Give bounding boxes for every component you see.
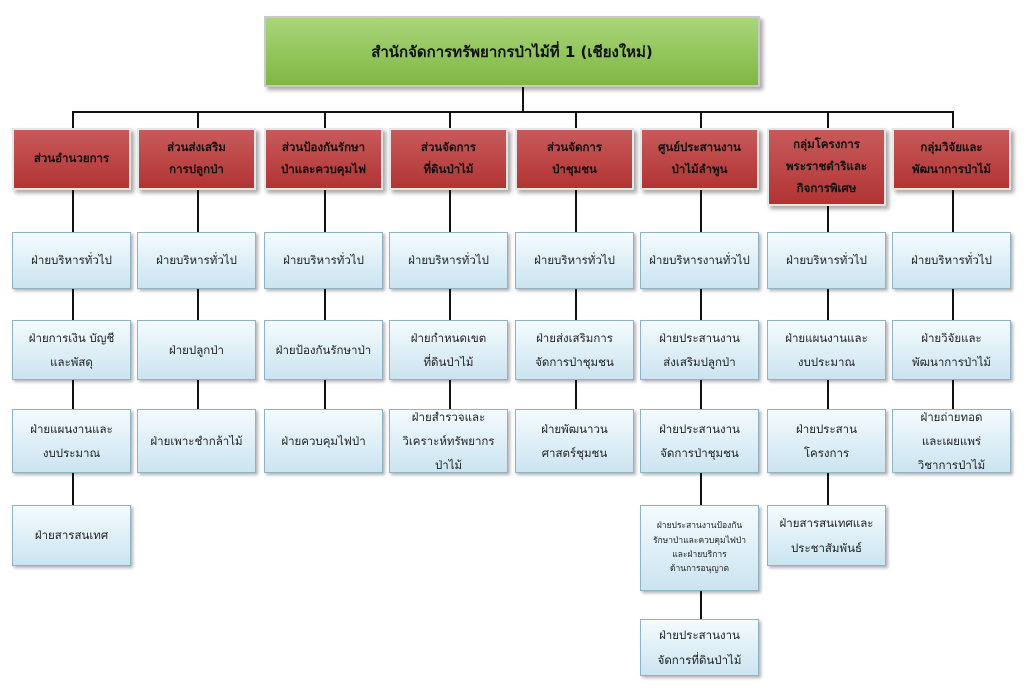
section-connector-line bbox=[951, 190, 954, 232]
section-connector-line bbox=[699, 591, 702, 620]
section-box: ฝ่ายประสานงาน จัดการที่ดินป่าไม้ bbox=[640, 619, 759, 676]
section-connector-line bbox=[323, 190, 326, 232]
section-connector-line bbox=[71, 190, 74, 232]
section-connector-line bbox=[448, 289, 451, 320]
division-box: กลุ่มโครงการ พระราชดำริและ กิจการพิเศษ bbox=[767, 128, 886, 206]
section-box: ฝ่ายสารสนเทศ bbox=[12, 505, 131, 566]
section-box: ฝ่ายประสานงานป้องกัน รักษาป่าและควบคุมไฟ… bbox=[640, 505, 759, 591]
section-connector-line bbox=[71, 473, 74, 505]
division-drop-line bbox=[826, 111, 829, 128]
section-connector-line bbox=[196, 289, 199, 320]
division-drop-line bbox=[574, 111, 577, 128]
section-box: ฝ่ายป้องกันรักษาป่า bbox=[264, 320, 383, 380]
division-box: ส่วนจัดการ ป่าชุมชน bbox=[515, 128, 634, 190]
division-box: ส่วนจัดการ ที่ดินป่าไม้ bbox=[389, 128, 508, 190]
section-box: ฝ่ายเพาะชำกล้าไม้ bbox=[137, 409, 256, 473]
section-connector-line bbox=[574, 190, 577, 232]
division-box: กลุ่มวิจัยและ พัฒนาการป่าไม้ bbox=[892, 128, 1011, 190]
section-connector-line bbox=[71, 380, 74, 409]
division-drop-line bbox=[323, 111, 326, 128]
division-box: ศูนย์ประสานงาน ป่าไม้ลำพูน bbox=[640, 128, 759, 190]
division-box: ส่วนส่งเสริม การปลูกป่า bbox=[137, 128, 256, 190]
section-connector-line bbox=[699, 473, 702, 505]
section-box: ฝ่ายควบคุมไฟป่า bbox=[264, 409, 383, 473]
section-box: ฝ่ายปลูกป่า bbox=[137, 320, 256, 380]
section-connector-line bbox=[699, 289, 702, 320]
section-connector-line bbox=[951, 380, 954, 409]
section-box: ฝ่ายพัฒนาวน ศาสตร์ชุมชน bbox=[515, 409, 634, 473]
section-box: ฝ่ายแผนงานและ งบประมาณ bbox=[767, 320, 886, 380]
section-connector-line bbox=[71, 289, 74, 320]
division-box: ส่วนป้องกันรักษา ป่าและควบคุมไฟ bbox=[264, 128, 383, 190]
section-box: ฝ่ายถ่ายทอด และเผยแพร่ วิชาการป่าไม้ bbox=[892, 409, 1011, 473]
section-box: ฝ่ายบริหารทั่วไป bbox=[892, 232, 1011, 289]
section-box: ฝ่ายสำรวจและ วิเคราะห์ทรัพยากร ป่าไม้ bbox=[389, 409, 508, 473]
section-box: ฝ่ายส่งเสริมการ จัดการป่าชุมชน bbox=[515, 320, 634, 380]
section-box: ฝ่ายบริหารงานทั่วไป bbox=[640, 232, 759, 289]
section-box: ฝ่ายวิจัยและ พัฒนาการป่าไม้ bbox=[892, 320, 1011, 380]
section-box: ฝ่ายประสานงาน ส่งเสริมปลูกป่า bbox=[640, 320, 759, 380]
section-box: ฝ่ายสารสนเทศและ ประชาสัมพันธ์ bbox=[767, 505, 886, 566]
root-connector bbox=[522, 87, 524, 112]
division-drop-line bbox=[448, 111, 451, 128]
section-box: ฝ่ายการเงิน บัญชี และพัสดุ bbox=[12, 320, 131, 380]
section-box: ฝ่ายประสานงาน จัดการป่าชุมชน bbox=[640, 409, 759, 473]
section-box: ฝ่ายบริหารทั่วไป bbox=[12, 232, 131, 289]
section-box: ฝ่ายบริหารทั่วไป bbox=[264, 232, 383, 289]
section-connector-line bbox=[699, 190, 702, 232]
section-connector-line bbox=[951, 289, 954, 320]
section-connector-line bbox=[826, 206, 829, 232]
section-box: ฝ่ายแผนงานและ งบประมาณ bbox=[12, 409, 131, 473]
section-connector-line bbox=[574, 380, 577, 409]
division-drop-line bbox=[71, 111, 74, 128]
division-drop-line bbox=[951, 111, 954, 128]
section-box: ฝ่ายกำหนดเขต ที่ดินป่าไม้ bbox=[389, 320, 508, 380]
section-connector-line bbox=[448, 380, 451, 409]
section-connector-line bbox=[196, 190, 199, 232]
section-box: ฝ่ายบริหารทั่วไป bbox=[137, 232, 256, 289]
section-connector-line bbox=[826, 473, 829, 505]
root-office-box: สำนักจัดการทรัพยากรป่าไม้ที่ 1 (เชียงใหม… bbox=[264, 16, 760, 87]
section-connector-line bbox=[826, 289, 829, 320]
section-connector-line bbox=[574, 289, 577, 320]
section-connector-line bbox=[196, 380, 199, 409]
section-connector-line bbox=[323, 289, 326, 320]
division-drop-line bbox=[699, 111, 702, 128]
section-box: ฝ่ายประสาน โครงการ bbox=[767, 409, 886, 473]
section-connector-line bbox=[448, 190, 451, 232]
section-box: ฝ่ายบริหารทั่วไป bbox=[767, 232, 886, 289]
section-connector-line bbox=[323, 380, 326, 409]
section-box: ฝ่ายบริหารทั่วไป bbox=[515, 232, 634, 289]
section-connector-line bbox=[826, 380, 829, 409]
division-box: ส่วนอำนวยการ bbox=[12, 128, 131, 190]
division-drop-line bbox=[196, 111, 199, 128]
section-connector-line bbox=[699, 380, 702, 409]
bus-line bbox=[71, 111, 954, 113]
section-box: ฝ่ายบริหารทั่วไป bbox=[389, 232, 508, 289]
